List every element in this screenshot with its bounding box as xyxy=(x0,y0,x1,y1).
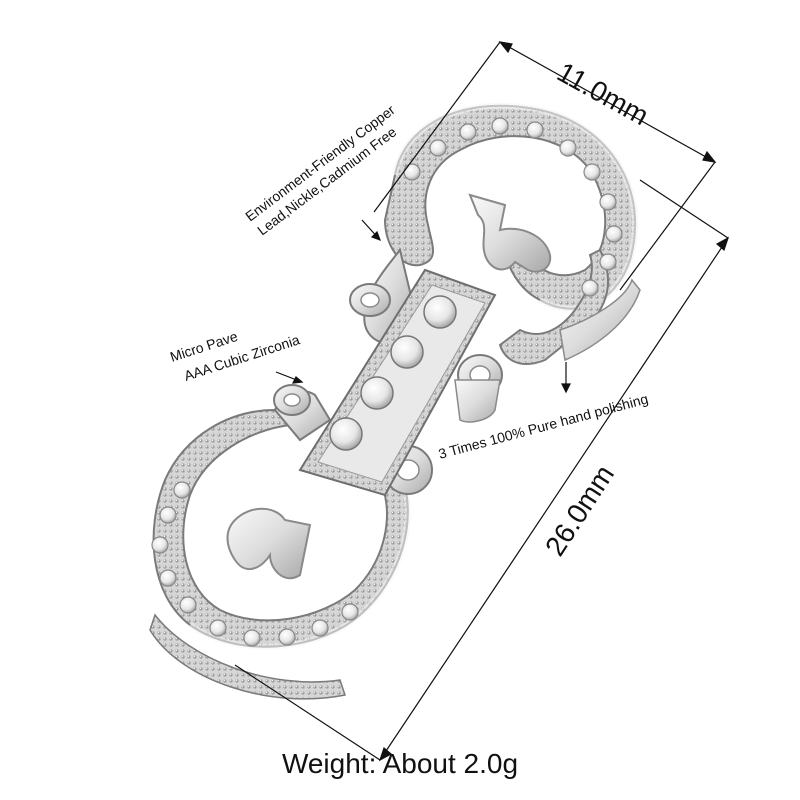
right-loop xyxy=(454,354,503,423)
zirconia-stones xyxy=(329,295,457,451)
clasp-illustration xyxy=(149,102,641,700)
upper-hook xyxy=(349,102,641,365)
lower-rim-stones xyxy=(151,481,359,647)
lower-hook xyxy=(149,384,433,700)
material-label-line2: Lead,Nickle,Cadmium Free xyxy=(254,123,399,238)
length-label: 26.0mm xyxy=(539,460,620,562)
leader-lines xyxy=(275,219,571,394)
pave-bar xyxy=(298,268,497,497)
dimension-width xyxy=(373,41,717,291)
upper-rim-stones xyxy=(403,117,623,297)
weight-label: Weight: About 2.0g xyxy=(281,748,519,779)
dimension-length xyxy=(234,179,730,762)
material-label-line1: Environment-Friendly Copper xyxy=(242,101,398,224)
